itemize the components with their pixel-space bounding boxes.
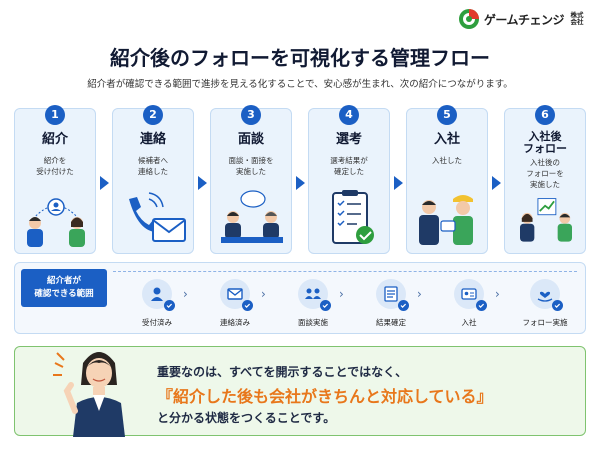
flow-arrow bbox=[198, 176, 207, 190]
growth-chart-icon bbox=[520, 198, 572, 242]
band-label: 紹介者が 確認できる範囲 bbox=[21, 269, 107, 307]
message-highlight: 『紹介した後も会社がきちんと対応している』 bbox=[157, 387, 493, 406]
mail-icon bbox=[220, 279, 253, 311]
step-5: 5 入社 入社した bbox=[406, 105, 488, 254]
step-3: 3 面談 面談・面接を 実施した bbox=[210, 105, 292, 254]
step-title: 入社後 フォロー bbox=[523, 130, 567, 155]
id-card-icon bbox=[454, 279, 487, 311]
flow-arrow bbox=[296, 176, 305, 190]
step-1: 1 紹介 紹介を 受け付けた bbox=[14, 105, 96, 254]
referrer-visibility-band: 紹介者が 確認できる範囲 受付済み › 連絡済み › 面談実施 › 結果確定 › bbox=[14, 262, 586, 334]
step-desc: 紹介を 受け付けた bbox=[36, 156, 74, 176]
status-contacted: 連絡済み bbox=[203, 279, 267, 328]
company-logo: ゲームチェンジ 株式会社 bbox=[458, 8, 586, 30]
step-desc: 入社した bbox=[432, 156, 462, 165]
status-decided: 結果確定 bbox=[359, 279, 423, 328]
step-number: 6 bbox=[535, 105, 555, 125]
page-subtitle: 紹介者が確認できる範囲で進捗を見える化することで、安心感が生まれ、次の紹介につな… bbox=[87, 79, 513, 90]
step-number: 5 bbox=[437, 105, 457, 125]
step-2: 2 連絡 候補者へ 連絡した bbox=[112, 105, 194, 254]
step-number: 2 bbox=[143, 105, 163, 125]
flow-arrow bbox=[394, 176, 403, 190]
status-label: 連絡済み bbox=[220, 318, 250, 327]
logo-sub: 株式会社 bbox=[570, 11, 584, 26]
meeting-icon bbox=[298, 279, 331, 311]
step-4: 4 選考 選考結果が 確定した bbox=[308, 105, 390, 254]
step-title: 連絡 bbox=[139, 132, 166, 147]
status-label: 結果確定 bbox=[376, 318, 406, 327]
status-label: 面談実施 bbox=[298, 318, 328, 327]
user-icon bbox=[142, 279, 175, 311]
check-icon bbox=[398, 300, 409, 311]
check-icon bbox=[242, 300, 253, 311]
step-title: 紹介 bbox=[41, 132, 68, 147]
message-line-3: と分かる状態をつくることです。 bbox=[157, 411, 336, 425]
phone-mail-icon bbox=[129, 192, 186, 242]
step-desc: 入社後の フォローを 実施した bbox=[526, 158, 564, 189]
chevron-right-icon: › bbox=[261, 287, 266, 301]
step-number: 1 bbox=[45, 105, 65, 125]
status-joined: 入社 bbox=[437, 279, 501, 328]
heart-hand-icon bbox=[530, 279, 563, 311]
check-icon bbox=[552, 300, 563, 311]
logo-name: ゲームチェンジ bbox=[483, 12, 565, 27]
handshake-icon bbox=[419, 195, 473, 245]
clipboard-check-icon bbox=[332, 190, 374, 244]
people-connect-icon bbox=[27, 198, 85, 247]
logo-mark-icon bbox=[458, 9, 479, 29]
step-6: 6 入社後 フォロー 入社後の フォローを 実施した bbox=[504, 105, 586, 254]
flow-steps: 1 紹介 紹介を 受け付けた 2 連絡 候補者へ 連絡した 3 面談 面談・面接… bbox=[14, 105, 586, 254]
step-desc: 面談・面接を 実施した bbox=[228, 156, 274, 176]
key-message-box: 重要なのは、すべてを開示することではなく、 『紹介した後も会社がきちんと対応して… bbox=[14, 346, 586, 437]
chevron-right-icon: › bbox=[183, 287, 188, 301]
step-desc: 候補者へ 連絡した bbox=[138, 156, 168, 176]
flow-arrow bbox=[492, 176, 501, 190]
chevron-right-icon: › bbox=[339, 287, 344, 301]
status-interviewed: 面談実施 bbox=[281, 279, 345, 328]
check-icon bbox=[164, 300, 175, 311]
check-icon bbox=[476, 300, 487, 311]
check-icon bbox=[320, 300, 331, 311]
dotted-divider bbox=[113, 271, 577, 272]
status-received: 受付済み bbox=[125, 279, 189, 328]
page-title: 紹介後のフォローを可視化する管理フロー bbox=[110, 46, 490, 70]
step-number: 3 bbox=[241, 105, 261, 125]
step-title: 入社 bbox=[433, 132, 460, 147]
status-followed-up: フォロー実施 bbox=[513, 279, 577, 328]
chevron-right-icon: › bbox=[495, 287, 500, 301]
checklist-icon bbox=[376, 279, 409, 311]
presenter-illustration bbox=[53, 352, 125, 437]
flow-arrow bbox=[100, 176, 109, 190]
interview-icon bbox=[221, 190, 283, 243]
step-title: 面談 bbox=[237, 132, 264, 147]
step-number: 4 bbox=[339, 105, 359, 125]
status-label: 入社 bbox=[461, 318, 477, 327]
message-line-1: 重要なのは、すべてを開示することではなく、 bbox=[157, 365, 408, 379]
step-desc: 選考結果が 確定した bbox=[330, 156, 368, 176]
status-label: フォロー実施 bbox=[522, 318, 568, 327]
step-title: 選考 bbox=[335, 132, 362, 147]
chevron-right-icon: › bbox=[417, 287, 422, 301]
status-label: 受付済み bbox=[142, 318, 172, 327]
